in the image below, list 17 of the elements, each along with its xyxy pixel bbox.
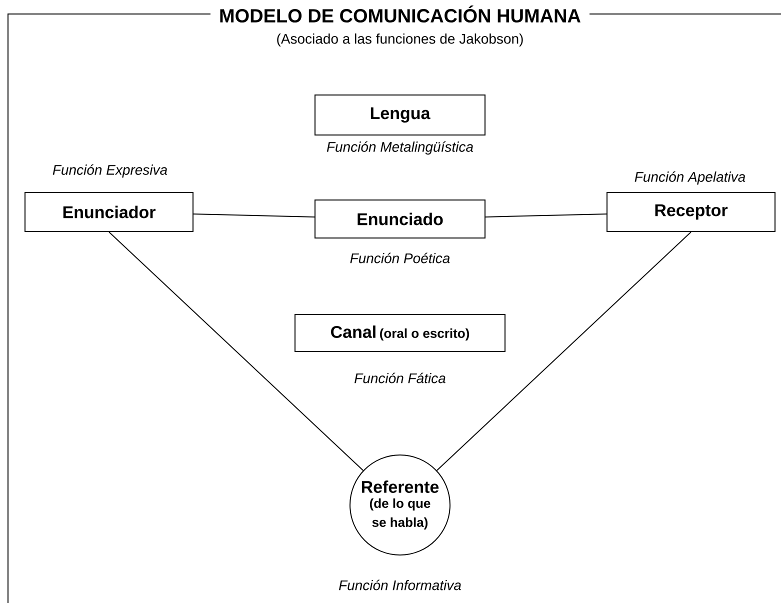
concept-box: Enunciador bbox=[24, 192, 194, 232]
concept-box: Receptor bbox=[606, 192, 776, 232]
function-label: Función Fática bbox=[354, 372, 446, 384]
title: MODELO DE COMUNICACIÓN HUMANA bbox=[220, 6, 580, 23]
concept-box: Lengua bbox=[314, 94, 486, 136]
function-label: Función Metalingüística bbox=[326, 141, 474, 155]
concept-box: Enunciado bbox=[314, 200, 486, 238]
function-label: Función Poética bbox=[350, 252, 450, 264]
function-label: Función Apelativa bbox=[634, 171, 746, 185]
connector-line bbox=[108, 232, 364, 471]
connector-line bbox=[436, 232, 692, 471]
function-label: Función Informativa bbox=[338, 580, 461, 590]
connector-line bbox=[485, 214, 607, 218]
connector-line bbox=[193, 214, 315, 218]
subtitle: (Asociado a las funciones de Jakobson) bbox=[277, 33, 523, 47]
function-label: Función Expresiva bbox=[52, 164, 168, 178]
concept-box: Canal (oral o escrito) bbox=[294, 314, 506, 352]
